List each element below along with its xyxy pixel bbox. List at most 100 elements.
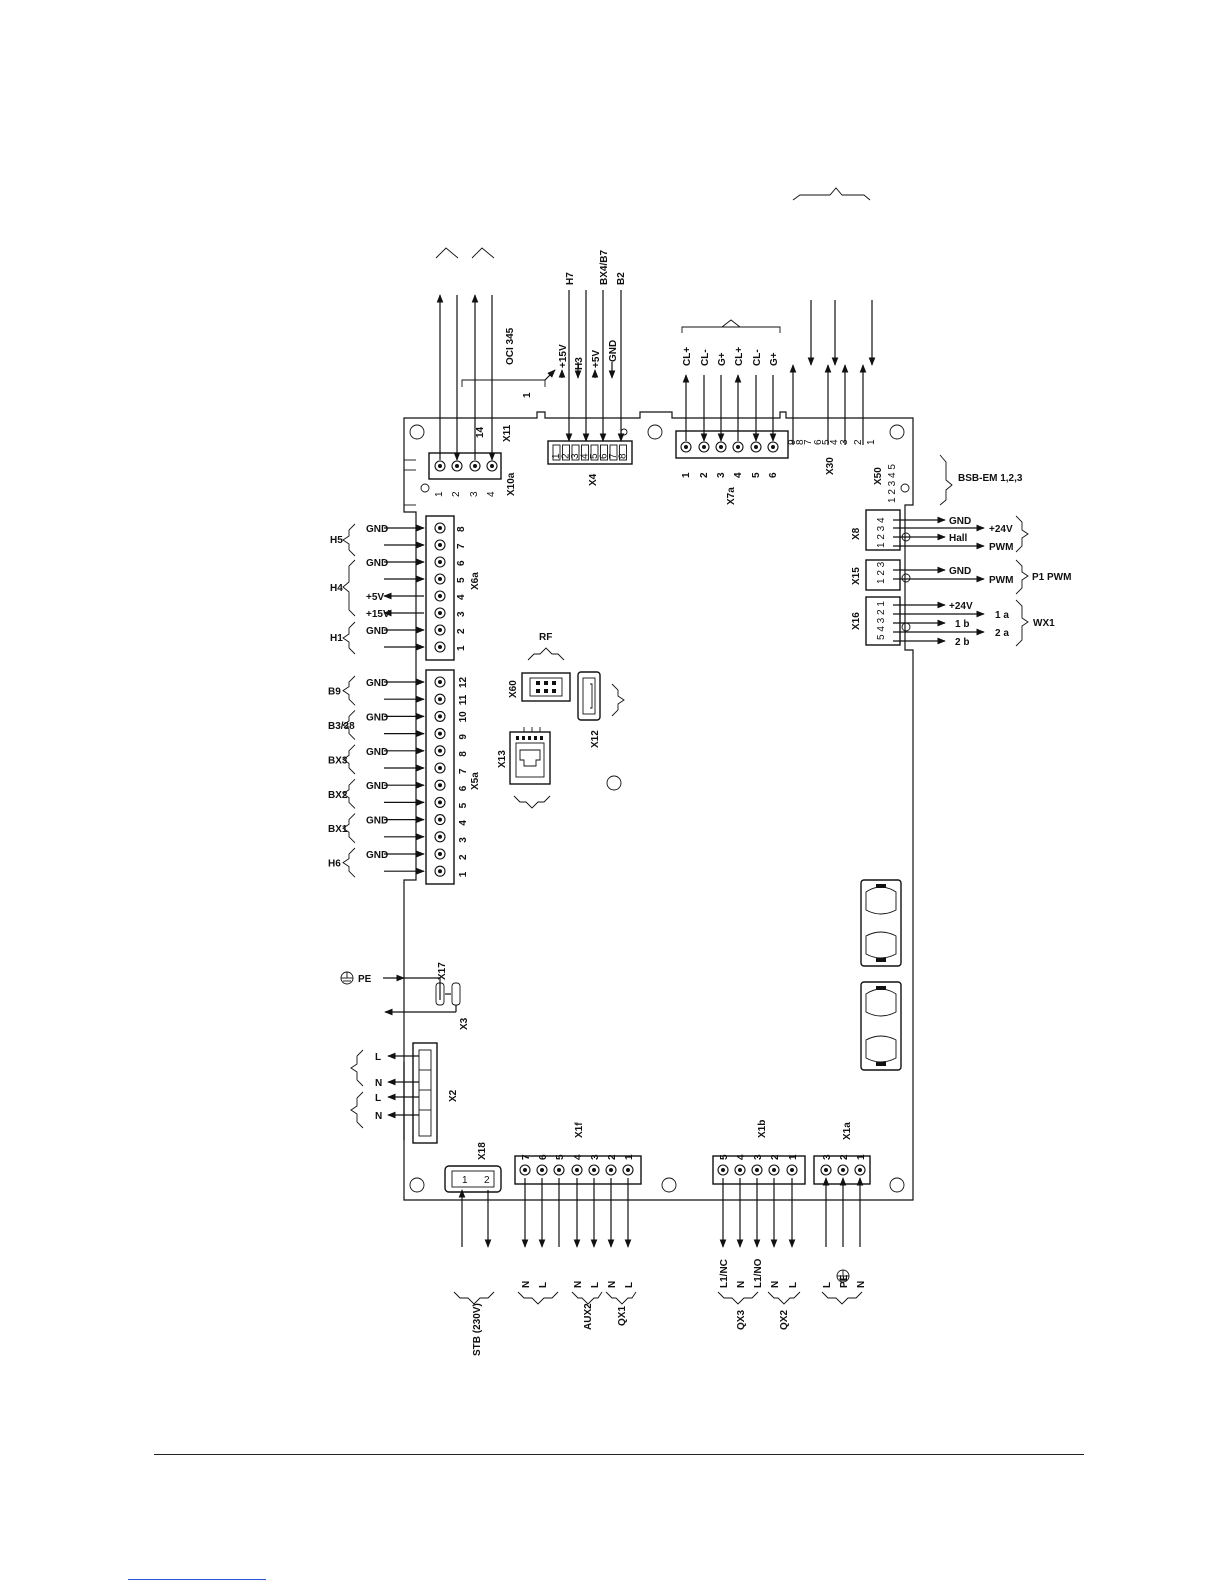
x1f-signal: N — [607, 1281, 618, 1288]
x5a-pin-number: 6 — [458, 785, 469, 791]
pin-center — [455, 464, 459, 468]
x7a-signal: CL- — [752, 349, 763, 366]
x30-pin-number: 1 — [866, 439, 877, 445]
x1a-signal: L — [822, 1282, 833, 1288]
group-qx2: QX2 — [779, 1310, 790, 1330]
pin-center — [609, 1168, 613, 1172]
x16-2b: 2 b — [955, 637, 969, 648]
group-qx3: QX3 — [736, 1310, 747, 1330]
x4-pin-number: 4 — [580, 453, 591, 459]
x5a-signal: GND — [366, 781, 388, 792]
pin-center — [438, 869, 442, 874]
pin-center — [438, 714, 442, 719]
footer-link-underline[interactable] — [128, 1579, 266, 1580]
x7a-pin-number: 2 — [699, 472, 710, 478]
pin-center — [438, 560, 442, 564]
group-h4: H4 — [330, 583, 343, 594]
x10a-pin-number: 1 — [434, 491, 445, 497]
x1f-label: X1f — [574, 1122, 585, 1138]
x5a-group-label: H6 — [328, 859, 341, 870]
x5a-pin-number: 5 — [458, 802, 469, 808]
connector-x12: X12 — [577, 671, 625, 748]
pin-center — [592, 1168, 596, 1172]
x1f-pin-number: 4 — [573, 1154, 584, 1160]
x30-pin-number: 6 — [813, 439, 824, 445]
pin-center — [755, 1168, 759, 1172]
x5a-pin-number: 12 — [458, 676, 469, 688]
x10a-pin-number: 4 — [486, 491, 497, 497]
x6a-signal: GND — [366, 558, 388, 569]
x1b-signal: L1/NO — [753, 1258, 764, 1288]
x5a-group-brace — [342, 710, 356, 740]
x10a-pin-number: 3 — [469, 491, 480, 497]
x4-pin-number: 1 — [551, 453, 562, 459]
x1b-signal: L1/NC — [719, 1259, 730, 1288]
x2-n2: N — [375, 1111, 382, 1122]
pin-center — [523, 1168, 527, 1172]
x50-pins: 1 2 3 4 5 — [887, 464, 898, 503]
x1f-pin-number: 7 — [521, 1154, 532, 1160]
x5a-signal: GND — [366, 816, 388, 827]
x60-label: X60 — [508, 680, 519, 698]
x1a-signal: PE — [839, 1274, 850, 1288]
x6a-label: X6a — [470, 572, 481, 590]
x4-slot — [552, 444, 561, 461]
x8-hall: Hall — [949, 533, 968, 544]
x6a-pin-number: 3 — [456, 611, 467, 617]
pin-center — [438, 731, 442, 736]
x5a-pin-number: 8 — [458, 751, 469, 757]
x1b-signal: N — [736, 1281, 747, 1288]
pin-center — [473, 464, 477, 468]
group-stb: STB (230V) — [472, 1303, 483, 1356]
connector-x60: X60 RF — [508, 632, 571, 702]
x1a-pin-number: 3 — [822, 1154, 833, 1160]
relay-block — [860, 981, 902, 1071]
x12-label: X12 — [590, 730, 601, 748]
pin-center — [738, 1168, 742, 1172]
x4-rail-5v: +5V — [591, 350, 602, 368]
x7a-label: X7a — [726, 487, 737, 505]
x6a-pin-number: 4 — [456, 594, 467, 600]
pin-center — [438, 594, 442, 598]
x1b-pin-number: 5 — [719, 1154, 730, 1160]
pin-center — [575, 1168, 579, 1172]
pin-center — [841, 1168, 845, 1172]
x10a-wires — [435, 247, 496, 461]
x7a-pin-number: 1 — [681, 472, 692, 478]
x5a-pin-number: 1 — [458, 871, 469, 877]
x5a-pin-number: 4 — [458, 820, 469, 826]
x7a-signal: G+ — [769, 352, 780, 366]
x5a-group-brace — [342, 675, 356, 706]
x8-gnd: GND — [949, 516, 971, 527]
x15-pins: 1 2 3 — [876, 561, 887, 584]
group-h5: H5 — [330, 535, 343, 546]
x5a-pin-number: 2 — [458, 854, 469, 860]
x4-slot — [600, 444, 608, 461]
x4-rail-15v: +15V — [558, 344, 569, 368]
x4-signal-h7: H7 — [565, 272, 576, 285]
x15-gnd: GND — [949, 566, 971, 577]
x30-pin-number: 3 — [839, 439, 850, 445]
oci-bracket: OCI 345 — [461, 327, 556, 387]
x5a-group-brace — [342, 847, 356, 878]
pin-center — [438, 748, 442, 753]
x11-pin1-label: 1 — [522, 392, 533, 398]
x6a-signal: +5V — [366, 592, 384, 603]
relay-block — [860, 879, 902, 967]
x4-key — [620, 428, 628, 436]
pin-center — [626, 1168, 630, 1172]
x1b-groups: QX3 QX2 — [717, 1291, 801, 1330]
x6a-pin-number: 5 — [456, 577, 467, 583]
x50-label: X50 — [873, 467, 884, 485]
x6a-pin-number: 7 — [456, 543, 467, 549]
board-outline — [403, 411, 914, 1201]
